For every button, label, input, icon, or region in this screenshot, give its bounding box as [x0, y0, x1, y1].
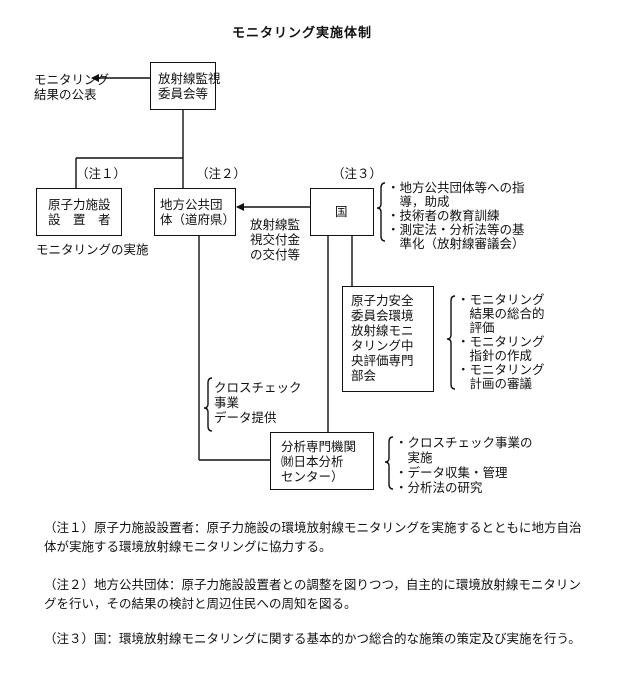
note-2-text: 原子力施設設置者との調整を図りつつ，自主的に環境放射線モニタリングを行い，その結… — [44, 577, 581, 611]
note-3-label: （注３）国： — [44, 631, 120, 646]
committee-box: 放射線監視 委員会等 — [150, 62, 221, 110]
note-3: （注３）国：環境放射線モニタリングに関する基本的かつ総合的な施策の策定及び実施を… — [44, 628, 584, 647]
central-committee-box: 原子力安全 委員会環境 放射線モニ タリング中 央評価専門 部会 — [342, 286, 434, 392]
note-3-text: 環境放射線モニタリングに関する基本的かつ総合的な施策の策定及び実施を行う。 — [119, 631, 581, 646]
local-gov-box: 地方公共団 体（道府県） — [154, 188, 236, 236]
diagram-title: モニタリング実施体制 — [232, 26, 373, 41]
crosscheck-label: クロスチェック 事業 データ提供 — [214, 380, 302, 425]
analysis-duties: ・クロスチェック事業の 実施 ・データ収集・管理 ・分析法の研究 — [395, 435, 533, 495]
analysis-label: 分析専門機関 ㈶日本分析 センター） — [281, 439, 357, 484]
note-marker-2: （注２） — [196, 166, 247, 181]
operator-box: 原子力施設 設 置 者 — [36, 188, 122, 236]
note-2: （注２）地方公共団体：原子力施設設置者との調整を図りつつ，自主的に環境放射線モニ… — [44, 574, 584, 612]
note-1: （注１）原子力施設設置者：原子力施設の環境放射線モニタリングを実施するとともに地… — [44, 517, 584, 555]
analysis-box: 分析専門機関 ㈶日本分析 センター） — [270, 432, 374, 490]
note-marker-1: （注１） — [76, 166, 127, 181]
implementation-label: モニタリングの実施 — [36, 242, 149, 257]
central-duties: ・モニタリング 結果の総合的 評価 ・モニタリング 指針の作成 ・モニタリング … — [457, 292, 545, 391]
committee-label: 放射線監視 委員会等 — [158, 71, 221, 101]
state-label: 国 — [335, 204, 348, 219]
publish-label: モニタリング 結果の公表 — [34, 72, 110, 102]
central-duties-brace — [446, 295, 456, 390]
central-committee-label: 原子力安全 委員会環境 放射線モニ タリング中 央評価専門 部会 — [351, 293, 414, 383]
note-marker-3: （注３） — [332, 166, 383, 181]
local-gov-label: 地方公共団 体（道府県） — [160, 197, 236, 227]
grant-label: 放射線監 視交付金 の交付等 — [250, 217, 301, 262]
state-box: 国 — [310, 188, 374, 236]
note-2-label: （注２）地方公共団体： — [44, 577, 182, 592]
state-duties-brace — [376, 182, 386, 242]
crosscheck-brace — [203, 377, 213, 432]
operator-label: 原子力施設 設 置 者 — [48, 197, 111, 227]
analysis-duties-brace — [384, 436, 394, 490]
note-1-label: （注１）原子力施設設置者： — [44, 520, 207, 535]
note-1-text: 原子力施設の環境放射線モニタリングを実施するとともに地方自治体が実施する環境放射… — [44, 520, 582, 554]
state-duties: ・地方公共団体等への指 導，助成 ・技術者の教育訓練 ・測定法・分析法等の基 準… — [387, 180, 525, 251]
